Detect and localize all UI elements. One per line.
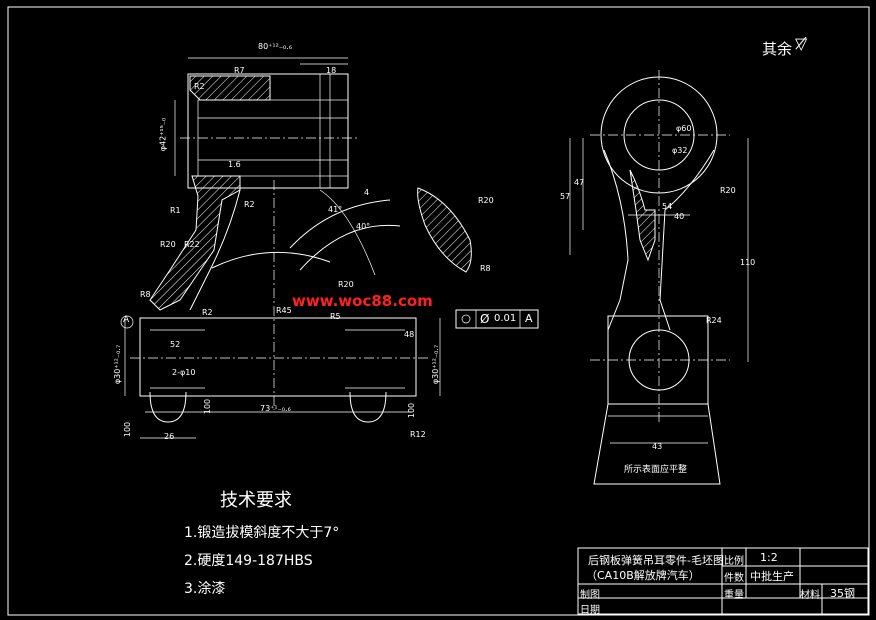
dim-phi60: φ60 bbox=[676, 124, 692, 133]
gdt-symbol: Ø bbox=[480, 312, 490, 326]
dim-r22: R22 bbox=[184, 240, 200, 249]
dim-100b: 100 bbox=[203, 398, 213, 415]
drawn-label: 制图 bbox=[580, 590, 600, 601]
part-name-line2: （CA10B解放牌汽车） bbox=[586, 569, 700, 582]
dim-40deg: 40° bbox=[356, 222, 371, 231]
roughness-symbol-icon: ▽̸ bbox=[795, 34, 808, 53]
dim-73: 73⁺¹₋₀.₆ bbox=[260, 404, 291, 413]
dim-r8: R8 bbox=[140, 290, 151, 299]
dim-57: 57 bbox=[560, 192, 571, 201]
dim-18: 18 bbox=[326, 66, 337, 75]
dim-phi30-left: φ30⁺¹²₋₀.₇ bbox=[113, 344, 123, 385]
dim-r2c: R2 bbox=[202, 308, 213, 317]
section-hatch-side bbox=[417, 187, 472, 273]
tech-requirement-1: 1.锻造拔模斜度不大于7° bbox=[184, 525, 340, 541]
dim-47: 47 bbox=[574, 178, 585, 187]
qty-label: 件数 bbox=[724, 573, 744, 584]
dim-43: 43 bbox=[652, 442, 663, 451]
drawing-border bbox=[7, 6, 870, 616]
dim-41deg: 41° bbox=[328, 205, 343, 214]
section-hatch-web bbox=[149, 175, 241, 311]
watermark: www.woc88.com bbox=[292, 292, 433, 310]
dim-r20b: R20 bbox=[478, 196, 494, 205]
dim-r20-right: R20 bbox=[720, 186, 736, 195]
dim-r2b: R2 bbox=[244, 200, 255, 209]
dim-52: 52 bbox=[170, 340, 181, 349]
dim-40: 40 bbox=[674, 212, 685, 221]
section-hatch-top bbox=[189, 75, 271, 101]
checked-label: 日期 bbox=[580, 605, 600, 616]
gdt-tolerance: 0.01 bbox=[494, 313, 517, 324]
dim-26: 26 bbox=[164, 432, 175, 441]
dim-r7: R7 bbox=[234, 66, 245, 75]
scale-label: 比例 bbox=[724, 556, 744, 567]
dim-r1: R1 bbox=[170, 206, 181, 215]
part-name-line1: 后钢板弹簧吊耳零件-毛坯图 bbox=[588, 554, 724, 567]
dim-80: 80⁺¹²₋₀.₆ bbox=[258, 42, 292, 51]
dim-r12: R12 bbox=[410, 430, 426, 439]
gdt-datum: A bbox=[525, 312, 533, 325]
lower-boss-outline bbox=[139, 317, 417, 397]
dim-phi42: φ42⁺¹⁵₋₀ bbox=[158, 117, 168, 152]
dim-48: 48 bbox=[404, 330, 415, 339]
dim-4: 4 bbox=[364, 188, 370, 197]
datum-label: A bbox=[123, 315, 130, 325]
material-label: 材料 bbox=[800, 590, 820, 601]
dim-54: 54 bbox=[662, 202, 673, 211]
gdt-frame bbox=[455, 309, 539, 329]
dim-r45: R45 bbox=[276, 306, 292, 315]
dim-r5: R5 bbox=[330, 312, 341, 321]
dim-r2a: R2 bbox=[194, 82, 205, 91]
tech-requirements-title: 技术要求 bbox=[220, 490, 292, 511]
tech-requirement-2: 2.硬度149-187HBS bbox=[184, 553, 313, 569]
qty-value: 中批生产 bbox=[750, 570, 794, 583]
left-view bbox=[120, 57, 539, 439]
section-note: 所示表面应平整 bbox=[624, 465, 688, 475]
right-view bbox=[569, 70, 749, 485]
weight-label: 重量 bbox=[724, 590, 744, 601]
dim-100a: 100 bbox=[123, 421, 133, 438]
title-block-lines bbox=[577, 547, 869, 615]
dim-100c: 100 bbox=[407, 402, 417, 419]
dim-r24: R24 bbox=[706, 316, 722, 325]
surface-roughness-note: 其余 bbox=[762, 40, 793, 58]
dim-phi30-right: φ30⁺¹²₋₀.₇ bbox=[431, 344, 441, 385]
dim-r20c: R20 bbox=[338, 280, 354, 289]
dim-phi32: φ32 bbox=[672, 146, 688, 155]
dim-r20: R20 bbox=[160, 240, 176, 249]
dim-16: 1.6 bbox=[228, 160, 241, 169]
tech-requirement-3: 3.涂漆 bbox=[184, 581, 226, 597]
dim-2phi10: 2-φ10 bbox=[172, 368, 196, 377]
material-value: 35钢 bbox=[830, 587, 855, 600]
scale-value: 1:2 bbox=[760, 551, 778, 564]
dim-r8b: R8 bbox=[480, 264, 491, 273]
dim-110: 110 bbox=[740, 258, 756, 267]
base-trapezoid bbox=[593, 403, 721, 485]
